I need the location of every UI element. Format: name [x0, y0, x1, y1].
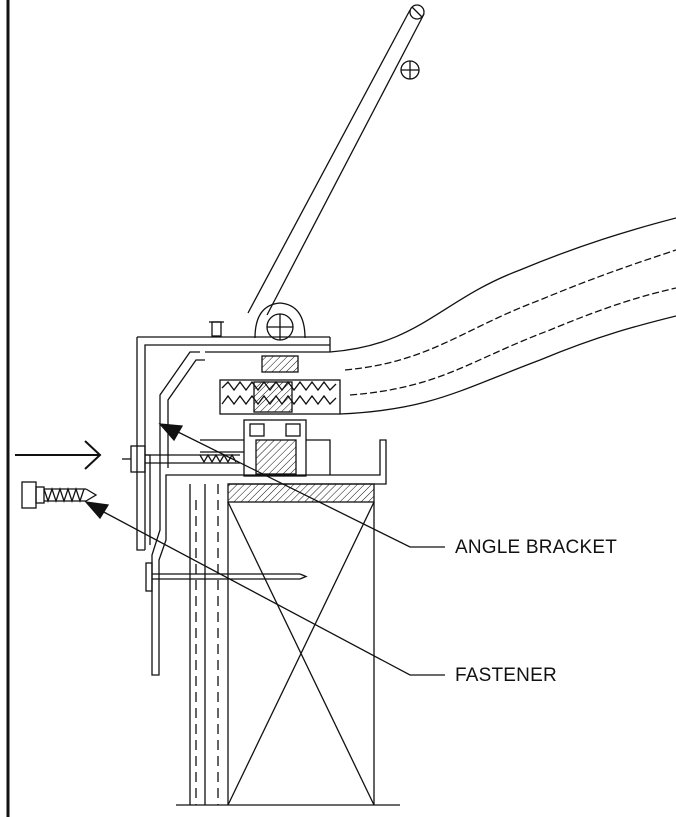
polycarbonate-panel: [329, 217, 676, 415]
direction-arrow: [15, 440, 102, 470]
fastener-label: FASTENER: [455, 665, 557, 686]
nail: [145, 562, 308, 592]
glazing-gasket: [219, 379, 341, 415]
fastener-illustration: [21, 481, 98, 509]
wall-layers: [189, 484, 219, 805]
leader-fastener: [84, 501, 445, 676]
top-cap-plate: [137, 321, 331, 353]
installed-screw: [122, 445, 240, 473]
base-extrusion: [200, 419, 331, 477]
hatched-seal-top: [261, 355, 299, 373]
leader-angle-bracket: [158, 423, 445, 548]
hinge-knuckle: [254, 302, 306, 341]
wood-curb: [176, 501, 400, 806]
angle-bracket-label: ANGLE BRACKET: [455, 537, 618, 558]
vent-lid-arm: [247, 4, 425, 316]
